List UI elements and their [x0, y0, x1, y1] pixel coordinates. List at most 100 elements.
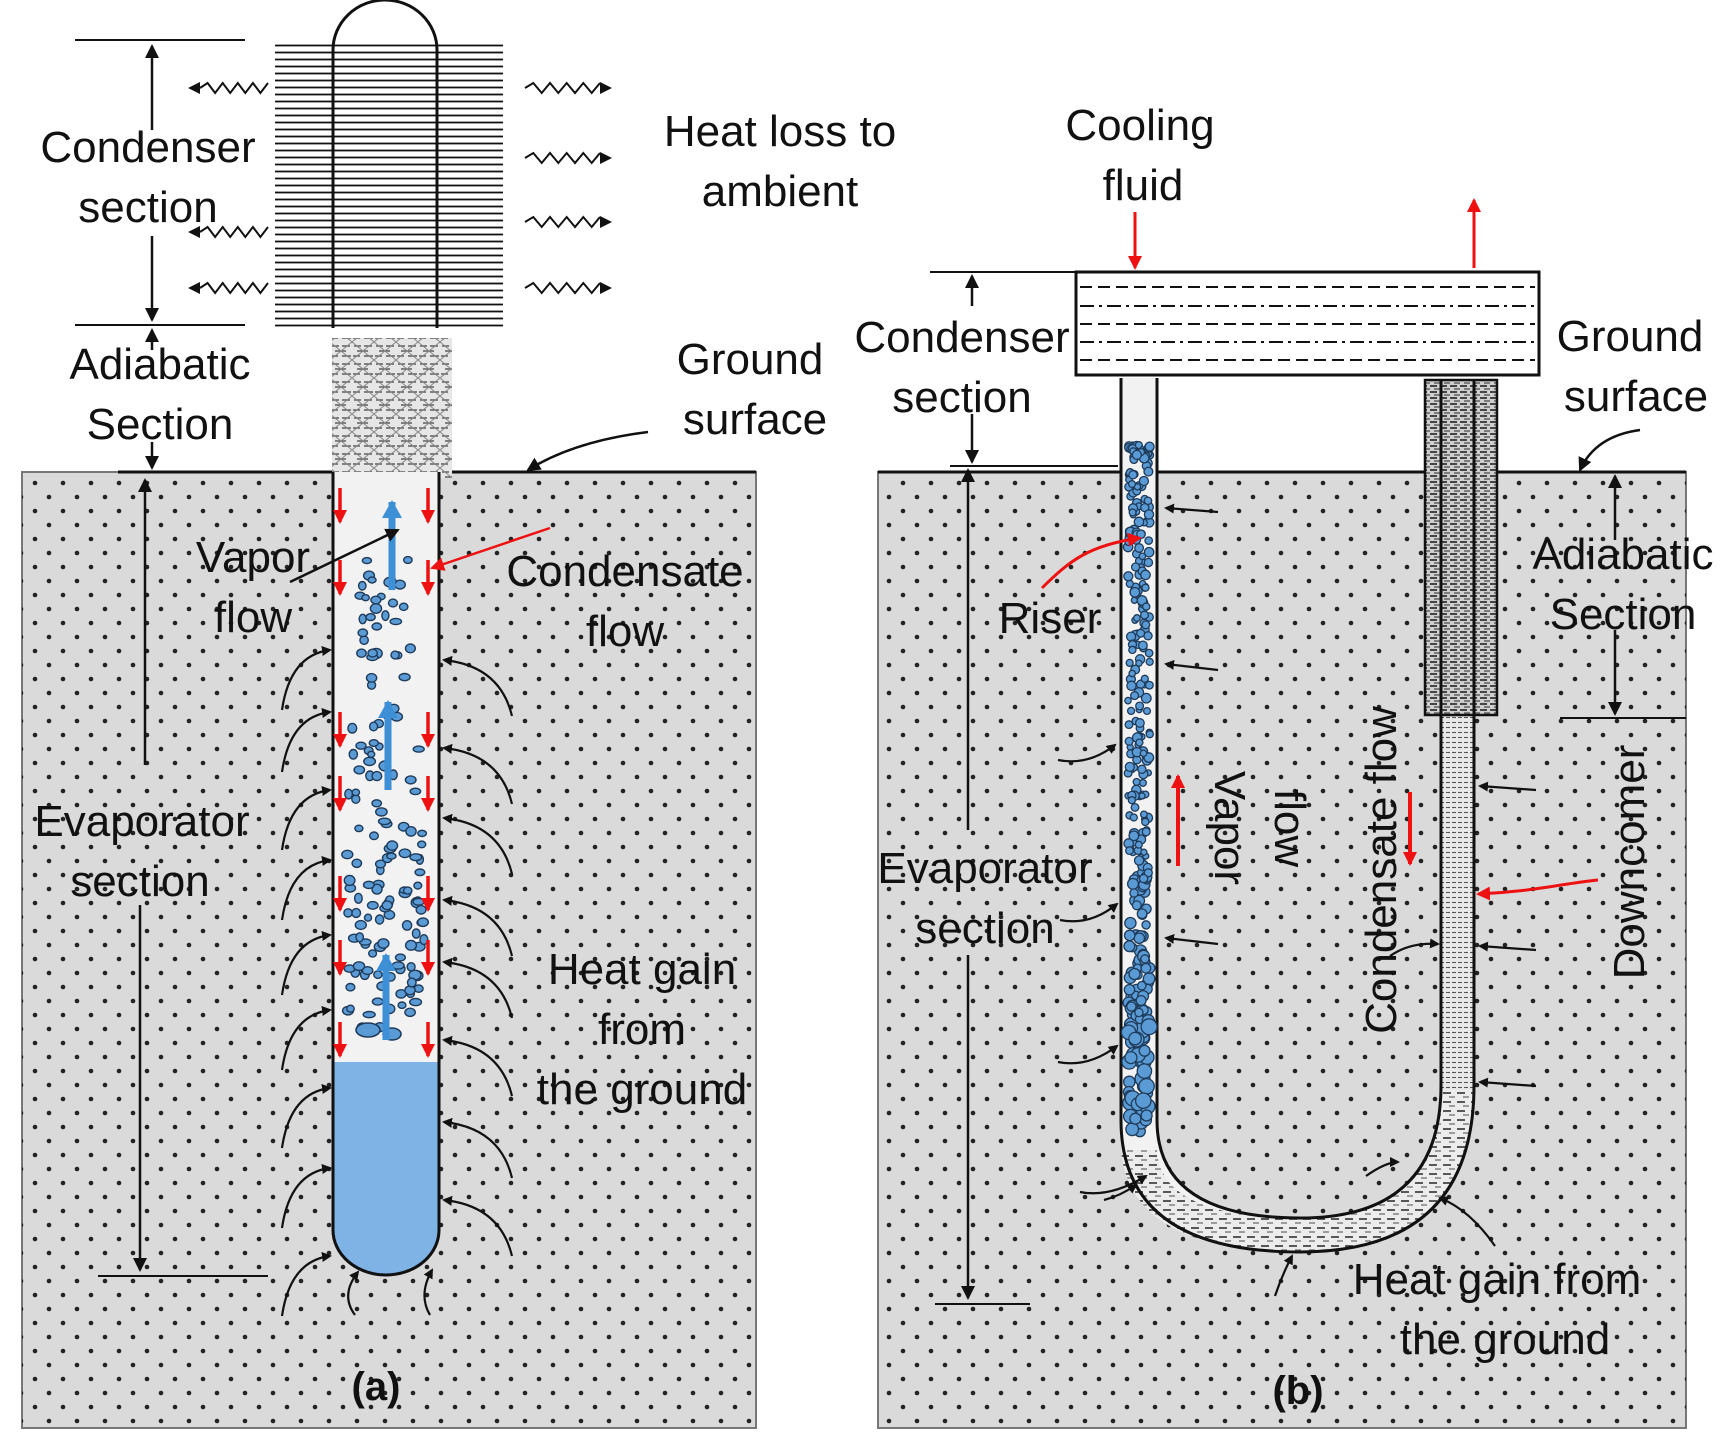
vapor-bubble — [386, 852, 397, 860]
vapor-bubble — [362, 880, 375, 890]
vapor-bubble — [1125, 846, 1134, 856]
heat-arrow — [1057, 743, 1117, 763]
svg-text:ambient: ambient — [702, 167, 859, 216]
vapor-bubble — [1141, 620, 1151, 630]
wavy-arrow-head — [600, 216, 612, 228]
wavy-arrow-body — [199, 281, 269, 295]
vapor-bubble — [1126, 680, 1137, 692]
wavy-arrow-head — [600, 82, 612, 94]
vapor-bubble — [417, 840, 427, 849]
wavy-arrow-body — [199, 81, 269, 95]
vapor-bubble — [1136, 908, 1148, 920]
vapor-bubble — [415, 904, 427, 915]
vapor-bubble — [389, 617, 403, 626]
vapor-bubble — [412, 897, 425, 906]
vapor-bubble — [405, 826, 417, 837]
vapor-bubble — [387, 598, 399, 608]
vapor-bubble — [1126, 1001, 1137, 1012]
vapor-bubble — [1128, 1031, 1142, 1046]
bubbles-a — [341, 555, 430, 1041]
vapor-bubble — [373, 970, 383, 980]
vapor-bubble — [398, 602, 409, 612]
vapor-bubble — [1131, 449, 1143, 461]
vapor-bubble — [1128, 669, 1137, 678]
heat-arrow — [280, 1006, 332, 1071]
vapor-bubble — [356, 648, 367, 659]
vapor-bubble — [1133, 855, 1145, 866]
downcomer-liquid-b — [1441, 715, 1474, 1090]
heat-arrow — [280, 646, 332, 711]
vapor-bubble — [1123, 940, 1136, 953]
vapor-bubble — [363, 913, 373, 922]
vapor-bubble — [411, 928, 421, 939]
vapor-bubble — [1129, 888, 1139, 898]
vapor-bubble — [1143, 546, 1155, 558]
vapor-bubble — [1139, 810, 1148, 819]
vapor-bubble — [1143, 466, 1154, 477]
svg-text:Vapor: Vapor — [196, 533, 310, 582]
svg-text:Heat gain from: Heat gain from — [1353, 1255, 1642, 1304]
condensate-arrows-a — [333, 488, 435, 1058]
vapor-bubble — [1123, 983, 1136, 996]
svg-text:flow: flow — [586, 607, 664, 656]
vapor-bubble — [409, 787, 422, 796]
heat-arrow — [347, 1270, 360, 1316]
svg-text:Ground: Ground — [1557, 312, 1704, 361]
vapor-bubble — [413, 881, 423, 890]
heat-arrow — [1164, 933, 1219, 946]
vapor-bubble — [381, 900, 393, 911]
vapor-bubble — [401, 920, 413, 931]
vapor-bubble — [409, 997, 423, 1007]
vapor-bubble — [347, 722, 358, 734]
vapor-bubble — [369, 831, 380, 841]
vapor-bubble — [1138, 552, 1147, 561]
heat-gain-arrows-a — [280, 646, 514, 1317]
vapor-bubble — [1143, 509, 1155, 520]
vapor-bubble — [1131, 900, 1142, 911]
svg-text:Vapor: Vapor — [1205, 771, 1254, 885]
heat-arrow — [442, 1035, 514, 1097]
vapor-bubble — [1130, 802, 1140, 812]
heat-arrow — [280, 931, 332, 996]
svg-text:Condenser: Condenser — [40, 123, 255, 172]
heat-gain-arrows-b — [1057, 503, 1537, 1297]
riser-pointer — [1040, 532, 1142, 590]
vapor-bubble — [1128, 470, 1138, 480]
vapor-bubble — [412, 745, 425, 753]
vapor-bubble — [371, 799, 383, 808]
vapor-bubble — [363, 756, 377, 767]
vapor-bubble — [1144, 441, 1155, 452]
vapor-bubble — [1140, 692, 1152, 704]
vapor-bubble — [1144, 680, 1154, 690]
condensate-label-b: Condensate flow — [1357, 706, 1406, 1034]
vapor-bubble — [409, 853, 423, 862]
vapor-bubble — [351, 858, 363, 869]
vapor-bubble — [1129, 586, 1141, 598]
vapor-bubble — [1124, 916, 1137, 930]
vapor-bubble — [1143, 557, 1154, 568]
vapor-bubble — [367, 750, 376, 758]
heat-arrow — [442, 743, 514, 805]
svg-text:Condenser: Condenser — [854, 313, 1069, 362]
vapor-bubble — [1138, 792, 1146, 800]
vapor-bubble — [341, 849, 354, 860]
wavy-arrow-head — [600, 282, 612, 294]
wavy-arrow-body — [524, 81, 601, 95]
vapor-bubble — [369, 603, 383, 615]
vapor-bubble — [1134, 1092, 1152, 1110]
vapor-bubble — [367, 576, 377, 584]
ground-label-a: Ground surface — [677, 335, 828, 444]
vapor-label-b: Vapor flow — [1205, 771, 1314, 885]
vapor-bubble — [404, 1007, 416, 1018]
vapor-bubble — [361, 594, 370, 602]
riser-label: Riser — [999, 594, 1102, 643]
vapor-bubble — [371, 883, 383, 895]
evaporator-label-b: Evaporator section — [877, 844, 1092, 953]
vapor-bubble — [1139, 610, 1150, 620]
vapor-bubble — [406, 962, 416, 972]
svg-text:from: from — [598, 1005, 686, 1054]
heat-arrow — [1057, 1044, 1119, 1065]
svg-text:Heat gain: Heat gain — [548, 945, 736, 994]
adiabatic-label-a: Adiabatic Section — [69, 340, 250, 449]
vapor-bubble — [353, 765, 366, 775]
